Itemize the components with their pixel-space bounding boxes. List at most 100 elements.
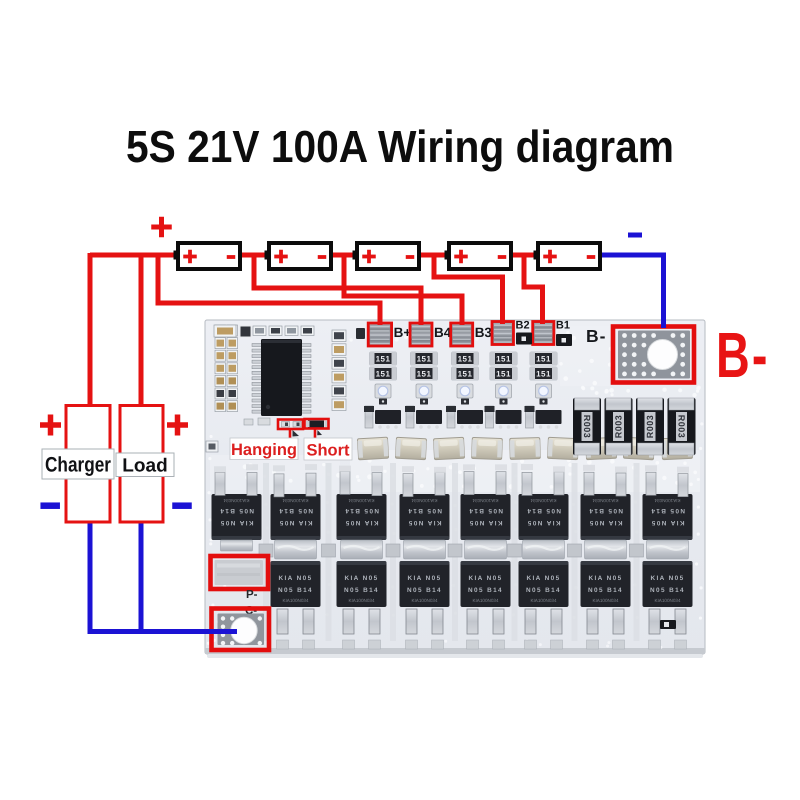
svg-text:N05 B14: N05 B14	[588, 587, 623, 594]
svg-text:151: 151	[458, 355, 473, 364]
svg-text:KIA N05: KIA N05	[526, 519, 560, 526]
pad-label: B+	[394, 325, 412, 340]
svg-text:KIA N05: KIA N05	[526, 575, 560, 582]
balance-wire-b1	[521, 255, 545, 324]
svg-text:KIA100N034: KIA100N034	[411, 598, 437, 603]
svg-text:KIA N05: KIA N05	[650, 519, 684, 526]
svg-text:R003: R003	[582, 415, 592, 439]
battery-cell	[444, 241, 513, 271]
pminus-pad: P-C-	[208, 553, 271, 617]
charger-minus-symbol	[40, 502, 60, 509]
hanging-label-text: Hanging	[231, 441, 297, 459]
svg-text:KIA N05: KIA N05	[588, 519, 622, 526]
svg-text:N05 B14: N05 B14	[344, 507, 379, 514]
svg-text:KIA100N034: KIA100N034	[223, 498, 249, 503]
svg-text:R003: R003	[677, 415, 687, 439]
capacitor	[357, 436, 390, 461]
svg-text:KIA N05: KIA N05	[468, 575, 502, 582]
pad-label: B3	[475, 325, 493, 340]
svg-text:KIA100N034: KIA100N034	[654, 598, 680, 603]
battery-minus-symbol	[405, 255, 415, 259]
svg-text:KIA N05: KIA N05	[650, 575, 684, 582]
pack-negative-wire	[602, 252, 666, 328]
channel: 151 151	[524, 351, 562, 429]
svg-text:N05 B14: N05 B14	[526, 587, 561, 594]
ic-chip	[251, 339, 312, 416]
svg-text:KIA100N034: KIA100N034	[592, 598, 618, 603]
balance-wire-b3	[341, 255, 465, 325]
battery-cell	[173, 241, 242, 271]
svg-text:KIA100N034: KIA100N034	[472, 498, 498, 503]
shunt: R003	[667, 397, 696, 456]
svg-text:KIA N05: KIA N05	[278, 519, 312, 526]
svg-text:N05 B14: N05 B14	[650, 507, 685, 514]
pack-plus-symbol	[151, 216, 172, 238]
battery-plus-symbol	[362, 249, 376, 264]
svg-text:KIA100N034: KIA100N034	[348, 598, 374, 603]
balance-wire-b2	[431, 255, 505, 324]
short-jumper-box	[303, 417, 330, 430]
battery-minus-symbol	[317, 255, 327, 259]
svg-text:KIA N05: KIA N05	[588, 575, 622, 582]
svg-text:KIA100N034: KIA100N034	[592, 498, 618, 503]
bminus-highlight-box	[610, 324, 697, 385]
battery-pack	[151, 216, 642, 271]
svg-text:N05 B14: N05 B14	[407, 587, 442, 594]
battery-plus-symbol	[454, 249, 468, 264]
svg-text:N05 B14: N05 B14	[468, 507, 503, 514]
battery-minus-symbol	[497, 255, 507, 259]
battery-minus-symbol	[226, 255, 236, 259]
capacitor	[471, 437, 503, 460]
svg-text:151: 151	[417, 370, 432, 379]
svg-text:N05 B14: N05 B14	[588, 507, 623, 514]
svg-text:151: 151	[458, 370, 473, 379]
shunt: R003	[604, 397, 633, 456]
balance-wire-bplus	[155, 255, 383, 325]
battery-plus-symbol	[274, 249, 288, 264]
pad-label: B1	[556, 320, 570, 332]
shunt: R003	[636, 397, 664, 456]
shunt: R003	[573, 397, 601, 456]
battery-cell	[352, 241, 421, 271]
bminus-pad: B-	[586, 324, 697, 385]
svg-text:R003: R003	[614, 415, 624, 439]
svg-text:KIA100N034: KIA100N034	[282, 598, 308, 603]
load-minus-symbol	[172, 502, 192, 509]
svg-text:KIA100N034: KIA100N034	[472, 598, 498, 603]
load-label: Load	[115, 452, 175, 477]
svg-text:KIA N05: KIA N05	[407, 519, 441, 526]
bminus-big-label: B-	[716, 319, 770, 391]
charger-negative-wire	[87, 522, 237, 634]
shunt-resistors: R003 R003 R003 R003	[573, 397, 696, 456]
capacitor-row	[357, 436, 693, 461]
svg-text:KIA100N034: KIA100N034	[282, 498, 308, 503]
channel: 151 151	[405, 351, 442, 429]
svg-text:151: 151	[376, 370, 391, 379]
svg-text:151: 151	[536, 355, 551, 364]
pad-label: B2	[516, 320, 530, 332]
page-title: 5S 21V 100A Wiring diagram	[126, 121, 674, 172]
charger-plus-symbol	[40, 414, 61, 436]
svg-text:KIA N05: KIA N05	[278, 575, 312, 582]
svg-text:R003: R003	[645, 415, 655, 439]
battery-cell	[264, 241, 333, 271]
svg-text:KIA N05: KIA N05	[219, 519, 253, 526]
bminus-silkscreen: B-	[586, 326, 606, 346]
pminus-highlight-box	[208, 553, 271, 592]
svg-text:151: 151	[536, 370, 551, 379]
svg-text:151: 151	[417, 355, 432, 364]
charger-label: Charger	[41, 448, 115, 480]
